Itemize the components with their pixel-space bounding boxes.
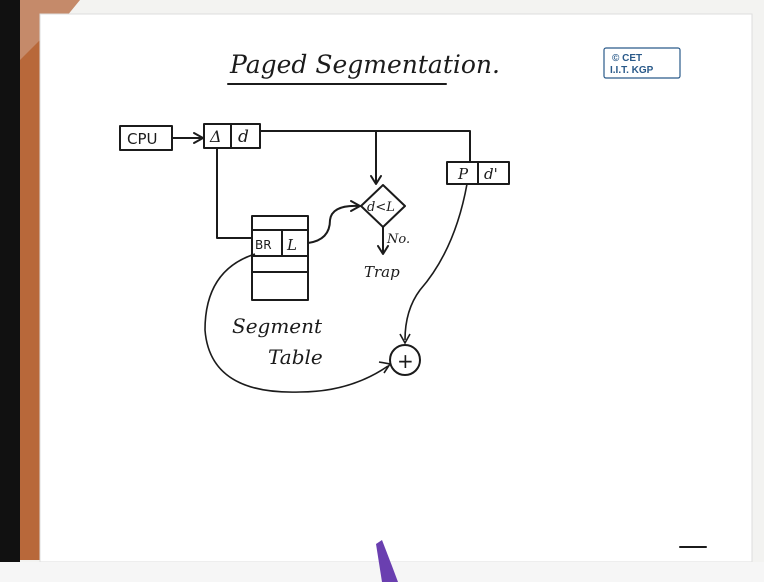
page-offset-field: d' — [484, 165, 498, 183]
adder-symbol: + — [397, 349, 414, 373]
page-field: P — [457, 165, 469, 183]
logo-line-1: © CET — [612, 53, 642, 64]
paper-sheet — [40, 14, 752, 562]
left-dark-edge — [0, 0, 20, 582]
segment-field: Δ — [209, 127, 222, 146]
base-field: BR — [255, 238, 272, 252]
logo-line-2: I.I.T. KGP — [610, 65, 654, 76]
cpu-label: CPU — [127, 130, 158, 148]
limit-field: L — [286, 236, 297, 254]
table-label-line-1: Segment — [232, 314, 323, 338]
no-label: No. — [386, 232, 410, 247]
wooden-board-edge — [20, 40, 42, 560]
slide-title: Paged Segmentation. — [229, 50, 500, 79]
comparator-label: d<L — [367, 200, 395, 215]
offset-field: d — [238, 127, 249, 147]
table-label-line-2: Table — [268, 345, 323, 369]
trap-label: Trap — [364, 263, 400, 281]
